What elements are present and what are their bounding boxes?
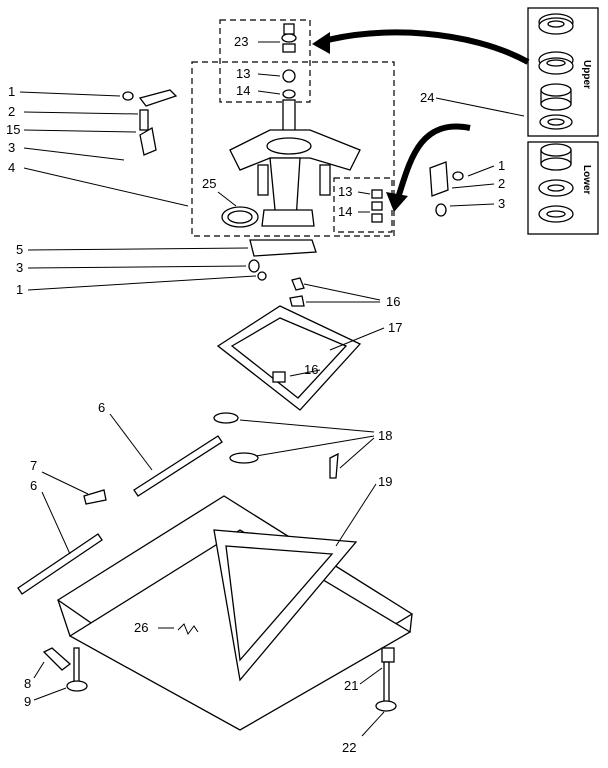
base-frame [56,495,414,731]
inset-label-lower: Lower [581,165,592,195]
callout-6-lower: 6 [30,478,37,493]
callout-3-mid: 3 [16,260,23,275]
upper-bearing-parts [281,23,297,99]
leveling-leg-left [42,647,88,692]
callout-2-right: 2 [498,176,505,191]
callout-13-upper: 13 [236,66,250,81]
callout-23: 23 [234,34,248,49]
left-bracket-assembly [122,89,178,156]
inset-label-upper: Upper [581,60,592,89]
callout-15: 15 [6,122,20,137]
callout-24: 24 [420,90,434,105]
screw [257,271,267,281]
callout-25: 25 [202,176,216,191]
callout-1-right: 1 [498,158,505,173]
upper-bearing-box [219,19,311,103]
leader-lines [19,41,525,737]
callout-14-upper: 14 [236,83,250,98]
callout-3: 3 [8,140,15,155]
right-bracket-assembly [429,161,464,217]
support-frame [216,277,362,411]
callout-1-mid: 1 [16,282,23,297]
callout-5: 5 [16,242,23,257]
bearing-inset-lower: Lower [527,141,599,235]
agitator-mechanism-box [191,61,395,237]
spring [248,259,260,273]
callout-2: 2 [8,104,15,119]
lower-bearing-parts [371,189,383,223]
callout-7: 7 [30,458,37,473]
callout-18: 18 [378,428,392,443]
callout-13-lower: 13 [338,184,352,199]
callout-21: 21 [344,678,358,693]
drive-assembly [229,99,361,227]
callout-3-right: 3 [498,196,505,211]
callout-14-lower: 14 [338,204,352,219]
callout-16: 16 [386,294,400,309]
callout-26: 26 [134,620,148,635]
callout-16-frame: 16 [304,362,318,377]
pointer-arrows [312,29,530,212]
spring-clip [177,623,199,636]
support-bracket [249,239,317,257]
lower-bearing-box [333,177,393,233]
callout-4: 4 [8,160,15,175]
seal-ring-inner [227,210,253,224]
leveling-leg-right [375,647,397,712]
callout-19: 19 [378,474,392,489]
callout-22: 22 [342,740,356,755]
callout-labels: 1 2 15 3 4 23 13 14 24 25 13 14 1 2 3 5 … [6,34,505,755]
callout-6-upper: 6 [98,400,105,415]
callout-9: 9 [24,694,31,709]
leg-pads [213,412,339,479]
bearing-inset-upper: Upper [527,7,599,137]
side-rails [17,435,223,595]
callout-8: 8 [24,676,31,691]
callout-17: 17 [388,320,402,335]
callout-1: 1 [8,84,15,99]
